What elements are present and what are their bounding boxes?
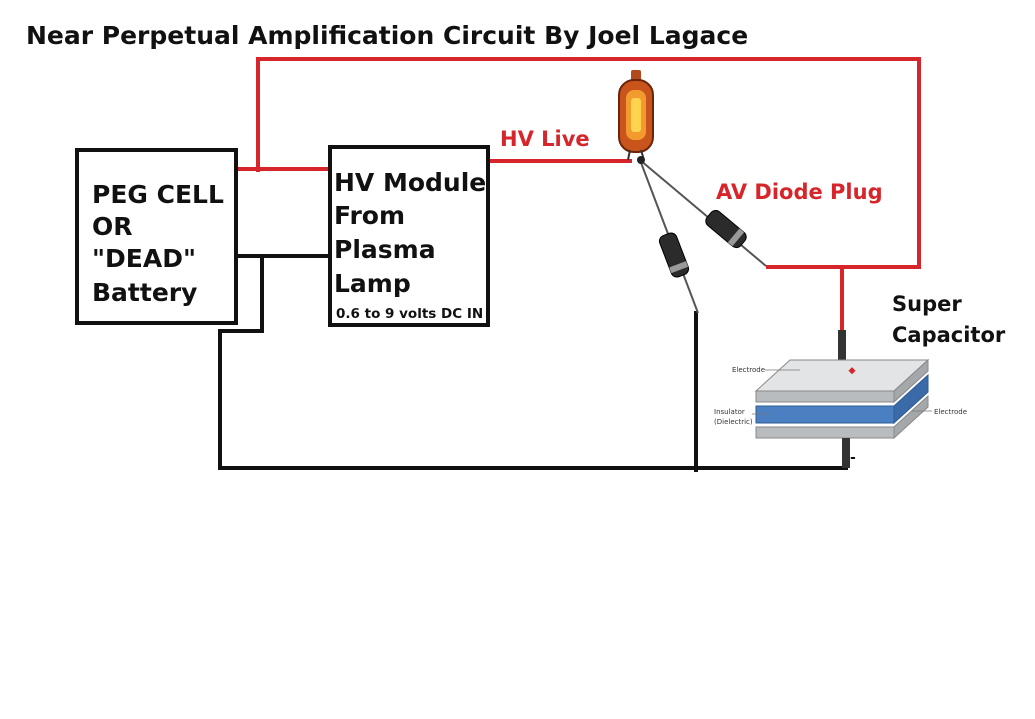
super-capacitor-label-1: Super — [892, 292, 962, 316]
battery-line-3: "DEAD" — [92, 244, 196, 273]
module-return-wire — [218, 254, 264, 333]
battery-line-2: OR — [92, 212, 133, 241]
capacitor-minus-sign: - — [850, 450, 856, 466]
capacitor-insulator-label-1: Insulator — [714, 408, 745, 416]
ground-diode-icon — [658, 232, 690, 278]
hv-module-line-3: Plasma — [334, 235, 436, 264]
av-diode-plug-label: AV Diode Plug — [716, 180, 883, 204]
diode-junction — [637, 156, 645, 164]
hv-module-box — [328, 145, 490, 327]
super-capacitor-icon — [752, 330, 932, 468]
av-diode-icon — [705, 209, 747, 249]
diagram-title: Near Perpetual Amplification Circuit By … — [26, 21, 748, 50]
super-capacitor-label-2: Capacitor — [892, 323, 1006, 347]
hv-live-label: HV Live — [500, 127, 590, 151]
battery-line-1: PEG CELL — [92, 180, 224, 209]
capacitor-electrode-right-label: Electrode — [934, 408, 967, 416]
capacitor-electrode-top-label: Electrode — [732, 366, 765, 374]
ground-return-wire — [218, 329, 848, 470]
hv-module-line-4: Lamp — [334, 269, 411, 298]
red-wires — [234, 57, 921, 342]
black-wires — [218, 254, 848, 472]
top-red-wire — [256, 57, 921, 269]
hv-module-line-1: HV Module — [334, 168, 486, 197]
battery-box — [75, 148, 238, 325]
hv-module-line-2: From — [334, 201, 405, 230]
hv-module-voltage-note: 0.6 to 9 volts DC IN — [336, 306, 483, 322]
capacitor-insulator-label-2: (Dielectric) — [714, 418, 753, 426]
battery-line-4: Battery — [92, 278, 197, 307]
neon-bulb-icon — [618, 70, 654, 161]
